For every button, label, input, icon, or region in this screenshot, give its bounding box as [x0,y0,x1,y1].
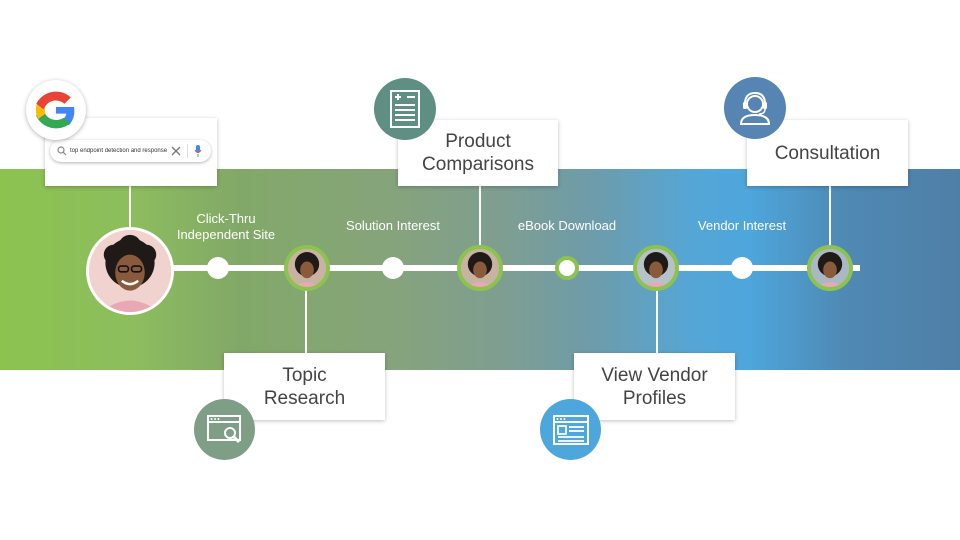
buyer-avatar-consultation [807,245,853,291]
connector-search [129,186,131,236]
step-label-vendor-interest: Vendor Interest [697,218,787,233]
connector-product-comparisons [479,186,481,250]
buyer-avatar-view-vendor-profiles [633,245,679,291]
timeline-dot-click-thru [207,257,229,279]
step-label-click-thru: Click-Thru Independent Site [176,211,276,242]
timeline-dot-solution-interest [382,257,404,279]
connector-view-vendor-profiles [656,288,658,354]
person-icon [89,230,171,312]
card-topic-research: Topic Research [224,353,385,420]
step-label-ebook-download: eBook Download [517,218,617,233]
headset-support-icon [724,77,786,139]
buyer-avatar [86,227,174,315]
search-query: top endpoint detection and response [70,148,168,154]
timeline-track [170,265,860,271]
timeline-dot-vendor-interest [731,257,753,279]
connector-consultation [829,186,831,250]
search-input[interactable]: top endpoint detection and response [50,140,211,162]
microphone-icon[interactable] [194,145,202,157]
browser-search-icon [194,399,255,460]
connector-topic-research [305,288,307,354]
card-view-vendor-profiles: View Vendor Profiles [574,353,735,420]
google-logo-icon [26,80,86,140]
close-icon[interactable] [171,146,181,156]
document-list-icon [374,78,436,140]
timeline-dot-ebook-download [555,256,579,280]
buyer-avatar-topic-research [284,245,330,291]
search-icon [57,146,67,156]
buyer-avatar-product-comparisons [457,245,503,291]
browser-profile-icon [540,399,601,460]
step-label-solution-interest: Solution Interest [346,218,440,233]
